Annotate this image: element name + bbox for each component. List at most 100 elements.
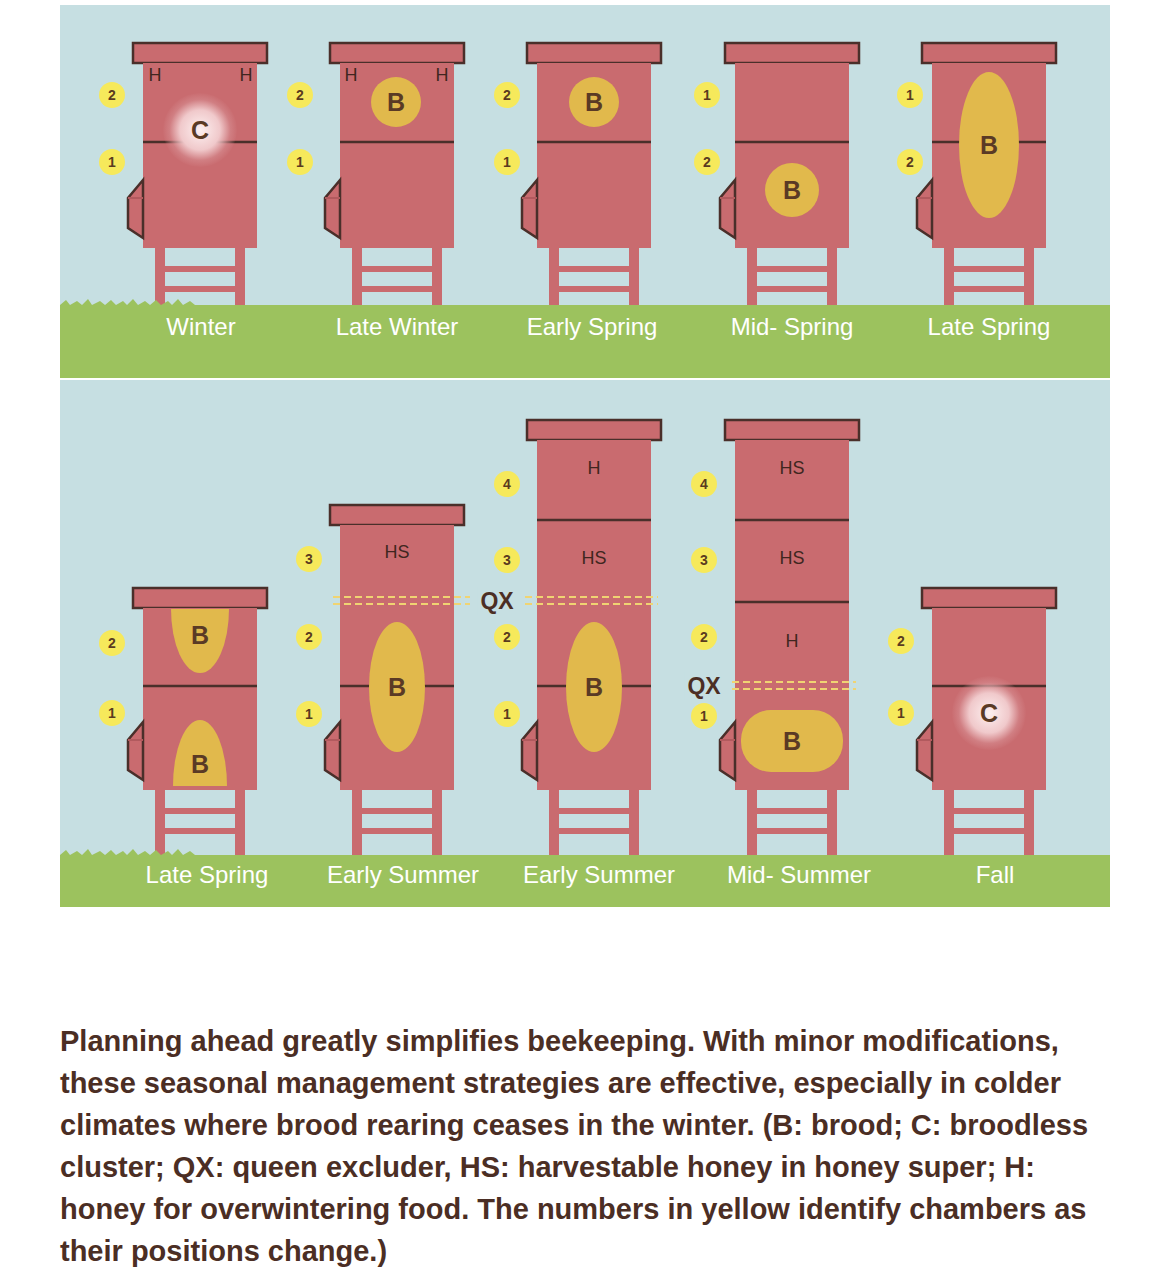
callout-number: 2 (897, 633, 905, 649)
brood-area: B (741, 710, 843, 772)
callout-number: 2 (503, 87, 511, 103)
hive-lid (133, 43, 267, 63)
chamber-number: 1 (287, 149, 313, 175)
callout-number: 2 (108, 635, 116, 651)
cluster-letter: C (980, 699, 998, 728)
hive-stand (944, 790, 1034, 856)
chamber-number: 2 (691, 624, 717, 650)
hive-lid (725, 43, 859, 63)
callout-number: 1 (700, 708, 708, 724)
sky-panel (60, 380, 1110, 907)
hives-bottom-row (128, 420, 1056, 790)
honey-label: H (149, 65, 162, 86)
hive-entrance (325, 722, 340, 780)
callout-number: 2 (503, 629, 511, 645)
season-label: Winter (166, 313, 235, 341)
chamber-number: 2 (99, 630, 125, 656)
chamber-number: 1 (494, 149, 520, 175)
callout-number: 2 (108, 87, 116, 103)
callout-number: 2 (296, 87, 304, 103)
chamber-divider (143, 685, 257, 688)
grass-band (60, 305, 1110, 378)
hive-lid (725, 420, 859, 440)
brood-area: B (765, 163, 819, 217)
chamber-number: 1 (888, 700, 914, 726)
brood-letter: B (783, 176, 801, 205)
hive-body (340, 525, 454, 790)
hive-body (537, 440, 651, 790)
callout-number: 3 (305, 551, 313, 567)
hive-stand (155, 790, 245, 856)
callout-number: 1 (906, 87, 914, 103)
callout-number: 3 (700, 552, 708, 568)
chamber-divider (537, 519, 651, 522)
hive-body (340, 63, 454, 248)
season-label: Late Winter (336, 313, 459, 341)
callout-number: 4 (503, 476, 511, 492)
chamber-number: 1 (691, 703, 717, 729)
queen-excluder-line (525, 603, 658, 605)
hive-lid (527, 420, 661, 440)
chamber-number: 2 (494, 624, 520, 650)
queen-excluder-label: QX (684, 673, 723, 700)
chamber-number: 2 (287, 82, 313, 108)
cluster-letter: C (191, 116, 209, 145)
hive-entrance (325, 180, 340, 238)
chamber-number: 2 (694, 149, 720, 175)
hive-stand (549, 790, 639, 856)
callout-number: 2 (305, 629, 313, 645)
hive-entrance (522, 722, 537, 780)
hive-entrance (917, 180, 932, 238)
callout-number: 3 (503, 552, 511, 568)
honey-label: H (240, 65, 253, 86)
callout-number: 1 (305, 706, 313, 722)
callout-number: 2 (703, 154, 711, 170)
honey-label: HS (384, 542, 409, 563)
hive-entrance (720, 180, 735, 238)
grass (60, 299, 1110, 907)
callout-number: 2 (906, 154, 914, 170)
hive-lid (922, 588, 1056, 608)
hives-top-row (128, 43, 1056, 248)
honey-label: H (436, 65, 449, 86)
brood-letter: B (980, 131, 998, 160)
honey-label: HS (779, 458, 804, 479)
chamber-number: 2 (99, 82, 125, 108)
honey-label: HS (779, 548, 804, 569)
hive-stand (747, 790, 837, 856)
season-label: Mid- Spring (731, 313, 854, 341)
brood-area: B (369, 622, 425, 752)
chamber-number: 1 (694, 82, 720, 108)
queen-excluder-line (333, 603, 470, 605)
callout-number: 1 (503, 154, 511, 170)
hive-lid (133, 588, 267, 608)
brood-letter: B (585, 673, 603, 702)
broodless-cluster: C (163, 93, 237, 167)
grass-tufts (60, 849, 1110, 855)
chamber-number: 2 (888, 628, 914, 654)
chamber-divider (735, 519, 849, 522)
brood-letter: B (585, 88, 603, 117)
chamber-number: 1 (99, 149, 125, 175)
season-label: Fall (976, 861, 1015, 889)
honey-label: HS (581, 548, 606, 569)
chamber-number: 3 (296, 546, 322, 572)
queen-excluder-label: QX (477, 588, 516, 615)
grass-tufts (60, 299, 1110, 305)
honey-label: H (786, 631, 799, 652)
grass-band (60, 855, 1110, 907)
chamber-number: 2 (296, 624, 322, 650)
brood-area: B (173, 720, 227, 786)
season-label: Mid- Summer (727, 861, 871, 889)
season-label: Early Spring (527, 313, 658, 341)
chamber-number: 4 (691, 471, 717, 497)
brood-area: B (569, 77, 619, 127)
chamber-divider (340, 141, 454, 144)
hive-body (537, 63, 651, 248)
hive-stand (352, 790, 442, 856)
brood-area: B (371, 77, 421, 127)
hive-lid (330, 43, 464, 63)
hive-stand (549, 248, 639, 314)
chamber-divider (537, 141, 651, 144)
